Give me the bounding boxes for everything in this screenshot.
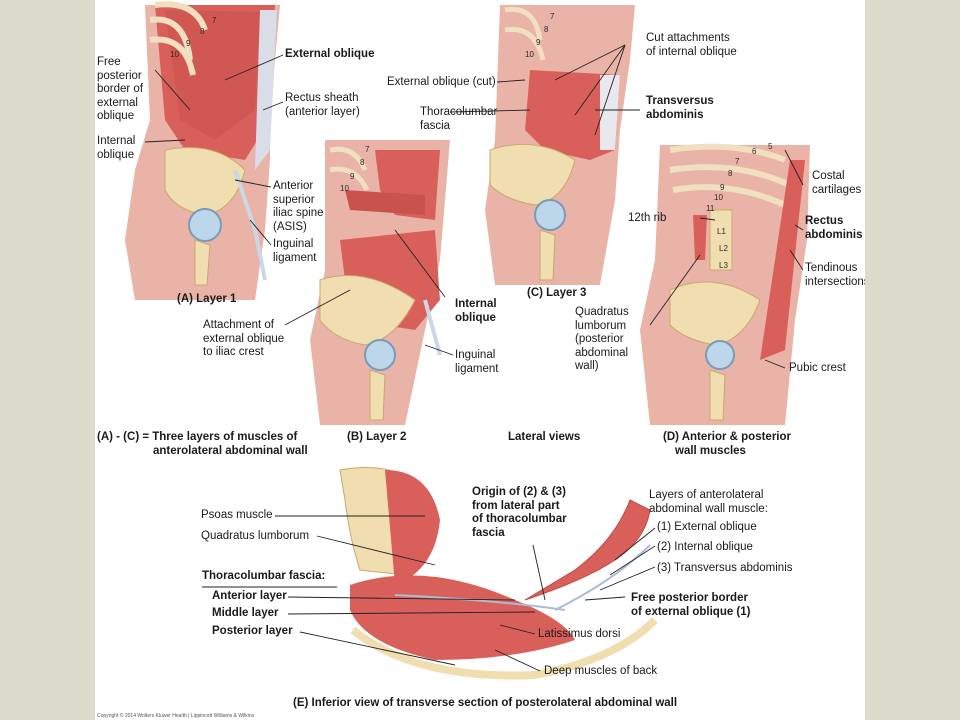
label-posterior-layer: Posterior layer — [212, 625, 293, 637]
label-tlf-title: Thoracolumbar fascia: — [202, 570, 326, 582]
caption-e: (E) Inferior view of transverse section … — [293, 697, 678, 709]
vertebra-label: L1 — [717, 227, 726, 236]
label-quadratus-e: Quadratus lumborum — [201, 530, 310, 542]
rib-number: 8 — [200, 27, 205, 36]
label-anterior-layer: Anterior layer — [212, 590, 287, 602]
label-psoas: Psoas muscle — [201, 509, 273, 521]
rib-number: 8 — [544, 25, 549, 34]
panel-d-drawing — [640, 143, 810, 425]
label-latissimus: Latissimus dorsi — [538, 628, 621, 640]
rib-number: 7 — [365, 145, 370, 154]
rib-number: 9 — [720, 183, 725, 192]
panel-b-drawing — [310, 140, 450, 425]
rib-number: 8 — [360, 158, 365, 167]
illustration — [125, 1, 810, 680]
rib-number: 10 — [525, 50, 534, 59]
left-margin — [0, 0, 95, 720]
caption-c: (C) Layer 3 — [527, 287, 587, 299]
rib-number: 7 — [550, 12, 555, 21]
rib-number: 7 — [735, 157, 740, 166]
label-12th-rib: 12th rib — [628, 212, 667, 224]
rib-number: 9 — [350, 172, 355, 181]
rib-number: 7 — [212, 16, 217, 25]
leader-lines — [144, 44, 804, 672]
label-pubic-crest: Pubic crest — [789, 362, 846, 374]
panel-a-drawing — [125, 1, 280, 300]
copyright: Copyright © 2014 Wolters Kluwer Health |… — [97, 713, 255, 719]
panel-c-drawing — [485, 5, 635, 285]
rib-number: 6 — [752, 147, 757, 156]
right-margin — [865, 0, 960, 720]
rib-number: 5 — [768, 142, 773, 151]
label-external-oblique-cut: External oblique (cut) — [387, 76, 496, 88]
rib-number: 9 — [536, 38, 541, 47]
caption-lateral-views: Lateral views — [508, 431, 581, 443]
rib-number: 10 — [340, 184, 349, 193]
label-layer-3: (3) Transversus abdominis — [657, 562, 793, 574]
rib-number: 10 — [714, 193, 723, 202]
label-rectus-sheath: Rectus sheath(anterior layer) — [285, 92, 360, 118]
rib-number: 8 — [728, 169, 733, 178]
caption-a: (A) Layer 1 — [177, 293, 237, 305]
rib-number: 10 — [170, 50, 179, 59]
rib-number: 9 — [186, 39, 191, 48]
vertebra-label: L2 — [719, 244, 728, 253]
anatomy-figure: 7 8 9 10 7 8 9 10 7 8 9 10 5 6 7 8 9 10 … — [95, 0, 865, 720]
label-middle-layer: Middle layer — [212, 607, 279, 619]
label-layer-2: (2) Internal oblique — [657, 541, 753, 553]
label-deep-muscles: Deep muscles of back — [544, 665, 658, 677]
vertebra-label: L3 — [719, 261, 728, 270]
rib-number: 11 — [706, 204, 715, 213]
label-layer-1: (1) External oblique — [657, 521, 757, 533]
label-external-oblique: External oblique — [285, 48, 375, 60]
caption-b: (B) Layer 2 — [347, 431, 407, 443]
